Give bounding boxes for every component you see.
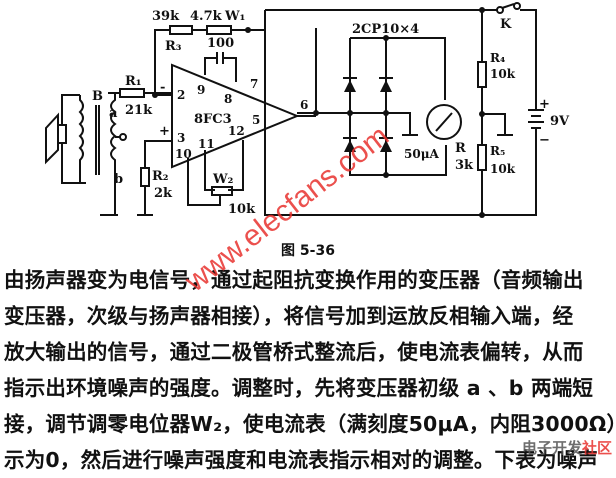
- meter-value: 50μA: [404, 147, 439, 161]
- potentiometer-w1: [206, 25, 232, 35]
- figure-caption: 图 5-36: [281, 243, 335, 259]
- opamp-icon: [171, 63, 300, 169]
- transformer-icon: [78, 92, 127, 216]
- text-line: 接，调节调零电位器W₂，使电流表（满刻度50μA，内阻3000Ω）指: [4, 412, 616, 436]
- battery-plus: +: [539, 97, 550, 112]
- text-line: 示为0，然后进行噪声强度和电流表指示相对的调整。下表为噪声: [4, 448, 599, 472]
- resistor-r2: [140, 167, 150, 187]
- switch-k-icon: [496, 6, 504, 14]
- battery-icon: [482, 105, 544, 216]
- r5-name: R₅: [490, 144, 505, 158]
- speaker-icon: [45, 94, 86, 184]
- text-line: 指示出环境噪声的强度。调整时，先将变压器初级 a 、b 两端短: [4, 376, 594, 400]
- text-line: 由扬声器变为电信号，通过起阻抗变换作用的变压器（音频输出: [4, 268, 584, 292]
- w1-value: 4.7k: [190, 9, 223, 24]
- r1-name: R₁: [125, 74, 142, 89]
- meter-resistance: 3k: [455, 158, 474, 173]
- resistor-r3: [169, 25, 193, 35]
- r3-value: 39k: [152, 9, 180, 24]
- watermark-logo-part: 社区: [581, 439, 612, 457]
- watermark-logo-part: 电子开发: [521, 439, 582, 457]
- r4-name: R₄: [490, 51, 505, 65]
- r1-value: 21k: [125, 103, 153, 118]
- watermark-logo: 电子开发社区: [522, 437, 612, 458]
- cap-value: 100: [207, 36, 234, 51]
- pin-6: 6: [300, 98, 308, 112]
- r2-name: R₂: [152, 169, 169, 184]
- pin-5: 5: [252, 113, 260, 127]
- tap-a-label: a: [109, 106, 118, 121]
- pin-3: 3: [177, 131, 185, 145]
- pin-11: 11: [198, 137, 215, 151]
- r5-value: 10k: [490, 162, 516, 176]
- ammeter-icon: [426, 104, 462, 140]
- inverting-sign: -: [160, 80, 165, 95]
- pin-7: 7: [250, 77, 258, 91]
- transformer-label: B: [92, 89, 103, 104]
- resistor-r1: [119, 88, 145, 98]
- diode-label: 2CP10×4: [352, 22, 419, 37]
- text-line: 变压器，次级与扬声器相接），将信号加到运放反相输入端，经: [4, 304, 574, 328]
- pin-10: 10: [175, 147, 192, 161]
- meter-r-name: R: [455, 141, 466, 156]
- tap-b-label: b: [114, 172, 123, 187]
- potentiometer-w2: [211, 186, 233, 196]
- battery-minus: −: [539, 133, 550, 148]
- r3-name: R₃: [165, 39, 182, 54]
- pin-8: 8: [224, 92, 232, 106]
- w2-name: W₂: [212, 172, 233, 187]
- pin-12: 12: [228, 124, 245, 138]
- resistor-r4: [477, 61, 487, 88]
- resistor-r5: [477, 144, 487, 171]
- opamp-label: 8FC3: [194, 112, 232, 127]
- w2-value: 10k: [228, 202, 256, 217]
- pin-9: 9: [197, 83, 205, 97]
- r4-value: 10k: [490, 67, 516, 81]
- circuit-schematic: B a b R₁ 21k 39k R₃ 4.7k W₁ 100 - + 8FC3…: [45, 2, 570, 218]
- switch-label: K: [500, 17, 512, 32]
- r2-value: 2k: [154, 186, 173, 201]
- w1-name: W₁: [224, 9, 245, 24]
- body-paragraph: 由扬声器变为电信号，通过起阻抗变换作用的变压器（音频输出 变压器，次级与扬声器相…: [4, 262, 616, 478]
- diode-bridge: [343, 35, 447, 178]
- noninverting-sign: +: [159, 124, 170, 139]
- battery-value: 9V: [550, 114, 570, 129]
- pin-2: 2: [177, 88, 185, 102]
- text-line: 放大输出的信号，通过二极管桥式整流后，使电流表偏转，从而: [4, 340, 584, 364]
